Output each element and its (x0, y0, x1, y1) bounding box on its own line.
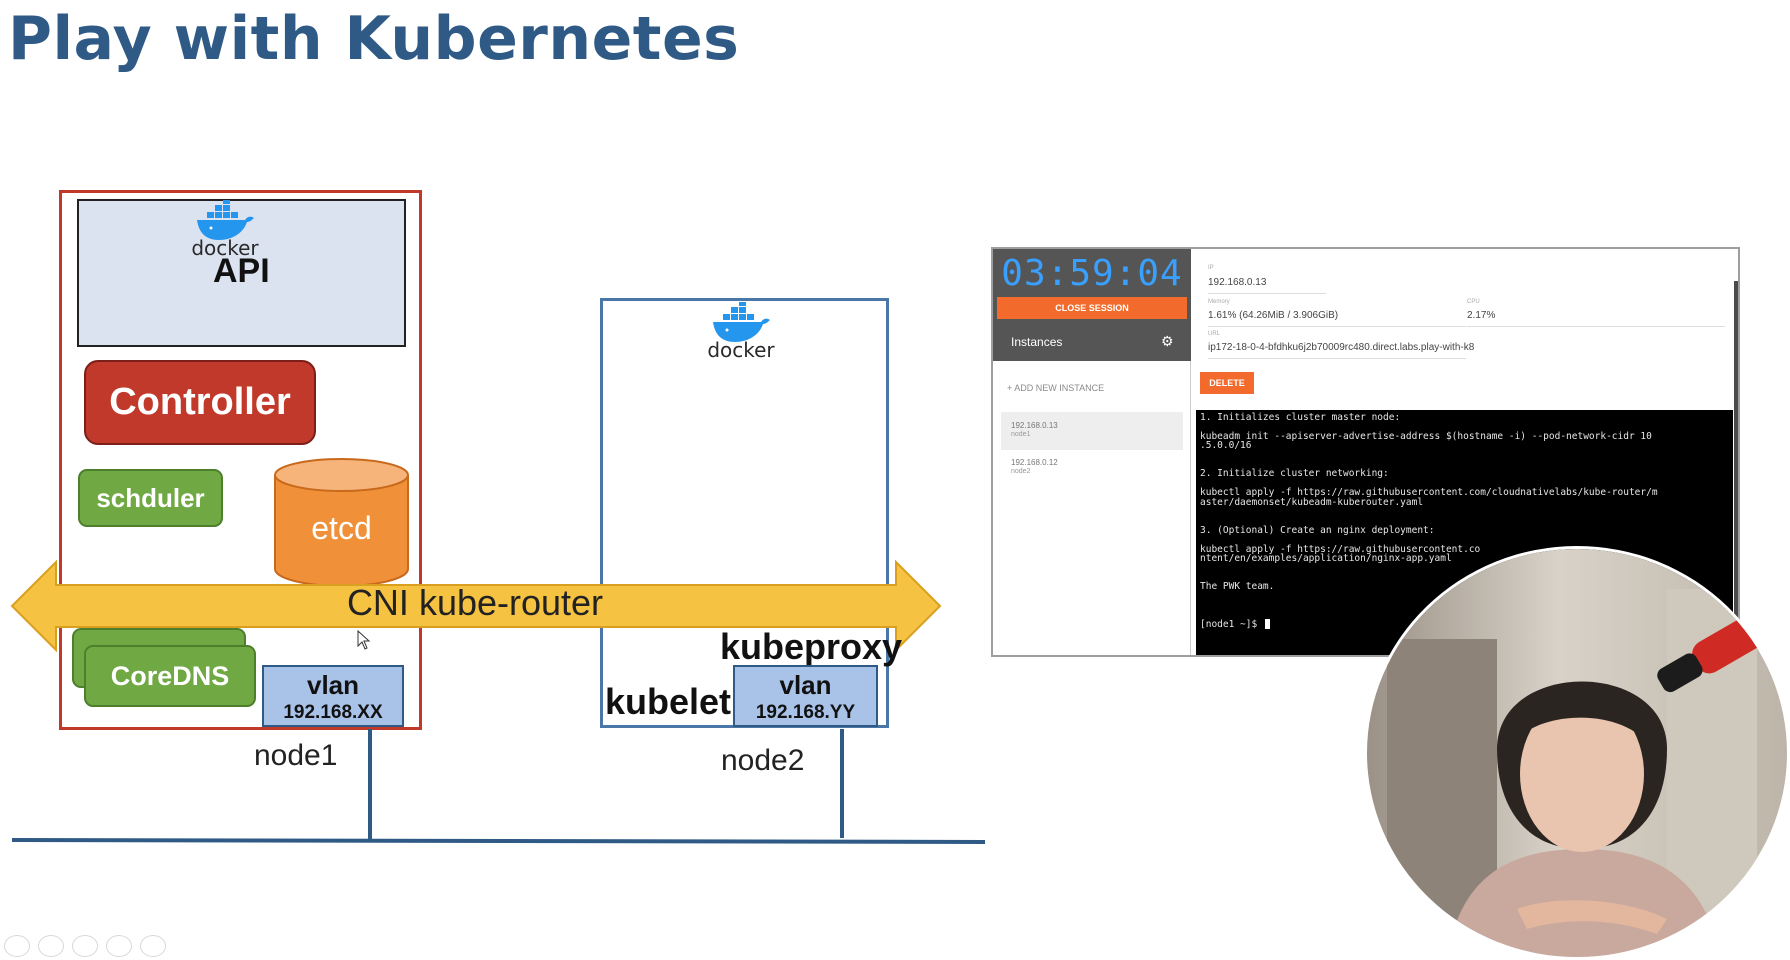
pwk-sidebar: 03:59:04 CLOSE SESSION Instances ⚙ + ADD… (993, 249, 1191, 655)
url-underline (1208, 358, 1466, 359)
terminal-line: The PWK team. (1200, 581, 1275, 593)
terminal-cursor (1264, 619, 1270, 630)
etcd-cylinder (274, 458, 409, 587)
ip-underline (1208, 293, 1326, 294)
vlan-node2-label: vlan (779, 670, 832, 700)
terminal-line: 2. Initialize cluster networking: (1200, 468, 1389, 480)
presenter-video-frame (1367, 549, 1787, 957)
ip-field-label: IP (1208, 265, 1214, 271)
vlan-node2-ip: 192.168.YY (755, 702, 856, 723)
docker-whale-icon (713, 302, 770, 342)
url-field-label: URL (1208, 331, 1221, 337)
instance-item-node1[interactable]: 192.168.0.13 node1 (1001, 412, 1183, 450)
gear-icon[interactable]: ⚙ (1161, 333, 1174, 349)
memory-underline (1208, 326, 1466, 327)
instance-name: node1 (1011, 431, 1031, 438)
terminal-line: [node1 ~]$ (1200, 619, 1270, 630)
terminal-line: aster/daemonset/kubeadm-kuberouter.yaml (1200, 496, 1424, 508)
docker-logo-node1: docker (185, 200, 265, 258)
vlan-node2: vlan 192.168.YY (733, 665, 878, 727)
instance-item-node2[interactable]: 192.168.0.12 node2 (1001, 449, 1183, 487)
api-label: API (213, 252, 270, 290)
memory-field-label: Memory (1208, 299, 1230, 305)
terminal-line: ntent/en/examples/application/nginx-app.… (1200, 553, 1452, 564)
docker-whale-icon (197, 200, 254, 240)
presenter-webcam (1364, 546, 1790, 960)
slide-toolbar (4, 935, 166, 957)
mouse-cursor-icon (357, 630, 371, 650)
controller-box: Controller (84, 360, 316, 445)
docker-logo-node2: docker (701, 302, 781, 360)
ip-field-value: 192.168.0.13 (1208, 277, 1267, 288)
slides-icon[interactable] (72, 935, 98, 957)
node2-box (600, 298, 889, 728)
vlan-node1-label: vlan (306, 670, 360, 700)
add-new-instance-button[interactable]: + ADD NEW INSTANCE (1007, 383, 1105, 393)
pen-icon[interactable] (38, 935, 64, 957)
instance-name: node2 (1011, 468, 1031, 475)
terminal-line: 3. (Optional) Create an nginx deployment… (1200, 524, 1435, 536)
coredns-box: CoreDNS (84, 645, 256, 707)
zoom-icon[interactable] (106, 935, 132, 957)
instance-ip: 192.168.0.12 (1011, 458, 1058, 467)
cpu-field-value: 2.17% (1467, 310, 1496, 321)
node2-label: node2 (721, 744, 805, 777)
vlan-node1-ip: 192.168.XX (283, 702, 383, 723)
delete-instance-button[interactable]: DELETE (1200, 372, 1254, 394)
cpu-field-label: CPU (1467, 299, 1480, 305)
play-icon[interactable] (4, 935, 30, 957)
instance-ip: 192.168.0.13 (1011, 421, 1058, 430)
memory-field-value: 1.61% (64.26MiB / 3.906GiB) (1208, 310, 1339, 321)
cni-kube-router-label: CNI kube-router (346, 582, 604, 623)
terminal-line: kubectl apply -f https://raw.githubuserc… (1200, 487, 1658, 499)
docker-text-node1: docker (191, 236, 259, 260)
network-lines (11, 729, 986, 844)
pwk-scrollbar[interactable] (1734, 281, 1738, 655)
session-timer: 03:59:04 (1001, 253, 1183, 294)
kubeproxy-label: kubeproxy (720, 626, 903, 667)
cpu-underline (1467, 326, 1725, 327)
node1-label: node1 (254, 739, 338, 772)
url-field-value[interactable]: ip172-18-0-4-bfdhku6j2b70009rc480.direct… (1208, 342, 1475, 353)
etcd-label: etcd (311, 510, 372, 546)
schduler-box: schduler (78, 469, 223, 527)
slide-title: Play with Kubernetes (8, 4, 740, 74)
instances-header: Instances ⚙ (993, 325, 1191, 361)
terminal-line: 1. Initializes cluster master node: (1200, 412, 1401, 423)
docker-text-node2: docker (707, 338, 775, 362)
close-session-button[interactable]: CLOSE SESSION (997, 297, 1187, 319)
kubelet-label: kubelet (605, 681, 732, 722)
vlan-node1: vlan 192.168.XX (262, 665, 404, 727)
cni-arrow (10, 560, 942, 652)
terminal-line: .5.0.0/16 (1200, 440, 1252, 452)
more-icon[interactable] (140, 935, 166, 957)
instances-label: Instances (1011, 335, 1063, 349)
terminal-line: kubectl apply -f https://raw.githubuserc… (1200, 543, 1481, 555)
terminal-line: kubeadm init --apiserver-advertise-addre… (1200, 430, 1652, 442)
